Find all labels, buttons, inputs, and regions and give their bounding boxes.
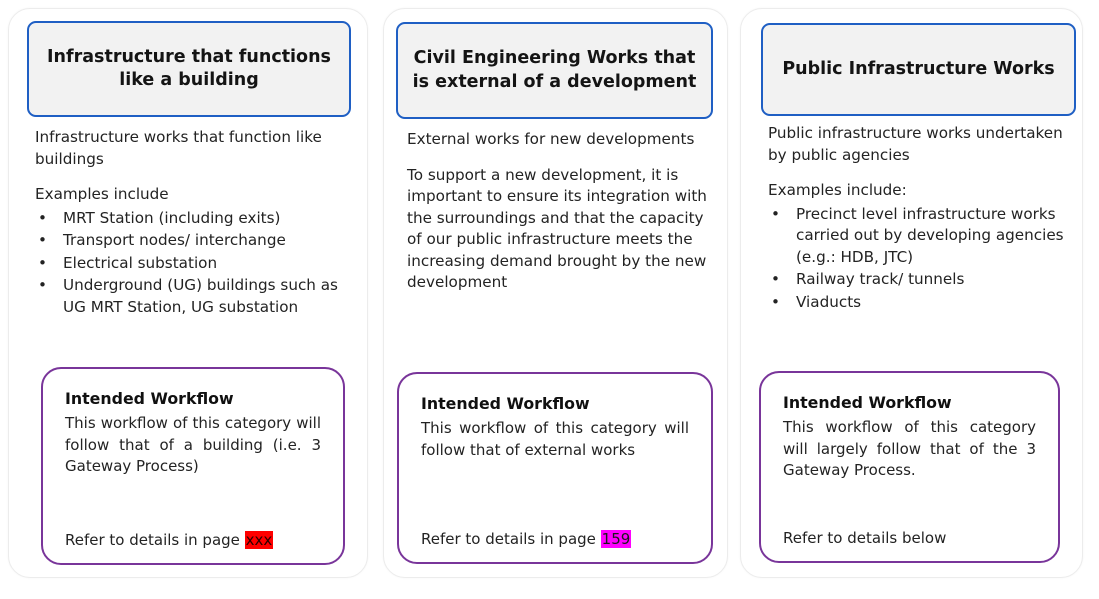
intended-workflow-box: Intended Workflow This workflow of this … <box>397 372 713 564</box>
bullet-icon: • <box>771 293 780 312</box>
card-body: External works for new developments To s… <box>407 129 709 294</box>
workflow-text: This workflow of this category will foll… <box>65 414 321 476</box>
list-item: • Precinct level infrastructure works ca… <box>768 204 1068 269</box>
card-intro-text: External works for new developments <box>407 130 695 148</box>
refer-note: Refer to details in page xxx <box>65 531 274 549</box>
list-item: • MRT Station (including exits) <box>35 208 349 230</box>
category-card-civil-engineering-external: Civil Engineering Works that is external… <box>383 8 728 578</box>
bullet-icon: • <box>38 276 47 295</box>
card-intro-text: Infrastructure works that function like … <box>35 128 322 168</box>
list-item: • Underground (UG) buildings such as UG … <box>35 275 349 318</box>
bullet-icon: • <box>38 253 47 272</box>
list-item-label: Viaducts <box>796 293 862 312</box>
workflow-title: Intended Workflow <box>421 394 590 413</box>
list-item-label: Electrical substation <box>63 253 218 272</box>
intended-workflow-box: Intended Workflow This workflow of this … <box>759 371 1060 563</box>
bullet-icon: • <box>771 270 780 289</box>
workflow-title: Intended Workflow <box>65 389 234 408</box>
refer-note: Refer to details in page 159 <box>421 530 632 548</box>
list-item: • Transport nodes/ interchange <box>35 230 349 252</box>
card-body: Infrastructure works that function like … <box>35 127 349 320</box>
bullet-icon: • <box>771 204 780 223</box>
category-card-public-infrastructure-works: Public Infrastructure Works Public infra… <box>740 8 1083 578</box>
refer-prefix: Refer to details in page <box>65 531 245 549</box>
list-item: • Railway track/ tunnels <box>768 269 1068 291</box>
list-item-label: Railway track/ tunnels <box>796 270 965 289</box>
examples-label: Examples include <box>35 185 169 204</box>
list-item-label: MRT Station (including exits) <box>63 208 281 227</box>
workflow-text: This workflow of this category will foll… <box>421 419 689 459</box>
intended-workflow-box: Intended Workflow This workflow of this … <box>41 367 345 565</box>
refer-prefix: Refer to details in page <box>421 530 601 548</box>
refer-page-highlight: xxx <box>244 531 274 549</box>
card-header-title: Public Infrastructure Works <box>761 23 1076 116</box>
card-body: Public infrastructure works undertaken b… <box>768 123 1068 315</box>
workflow-text: This workflow of this category will larg… <box>783 418 1036 480</box>
category-card-infrastructure-like-building: Infrastructure that functions like a bui… <box>8 8 368 578</box>
examples-list: • MRT Station (including exits) • Transp… <box>35 208 349 319</box>
bullet-icon: • <box>38 231 47 250</box>
examples-label: Examples include: <box>768 181 907 200</box>
card-intro-text: Public infrastructure works undertaken b… <box>768 124 1063 164</box>
list-item: • Electrical substation <box>35 253 349 275</box>
card-header-title: Civil Engineering Works that is external… <box>396 22 713 119</box>
refer-note: Refer to details below <box>783 529 946 547</box>
card-description-paragraph: To support a new development, it is impo… <box>407 165 707 292</box>
list-item: • Viaducts <box>768 292 1068 314</box>
card-header-title: Infrastructure that functions like a bui… <box>27 21 351 117</box>
list-item-label: Transport nodes/ interchange <box>63 231 286 250</box>
examples-list: • Precinct level infrastructure works ca… <box>768 204 1068 314</box>
list-item-label: Underground (UG) buildings such as UG MR… <box>63 276 338 317</box>
bullet-icon: • <box>38 208 47 227</box>
list-item-label: Precinct level infrastructure works carr… <box>796 204 1064 266</box>
workflow-title: Intended Workflow <box>783 393 952 412</box>
refer-page-highlight: 159 <box>600 530 632 548</box>
refer-prefix: Refer to details below <box>783 529 947 547</box>
